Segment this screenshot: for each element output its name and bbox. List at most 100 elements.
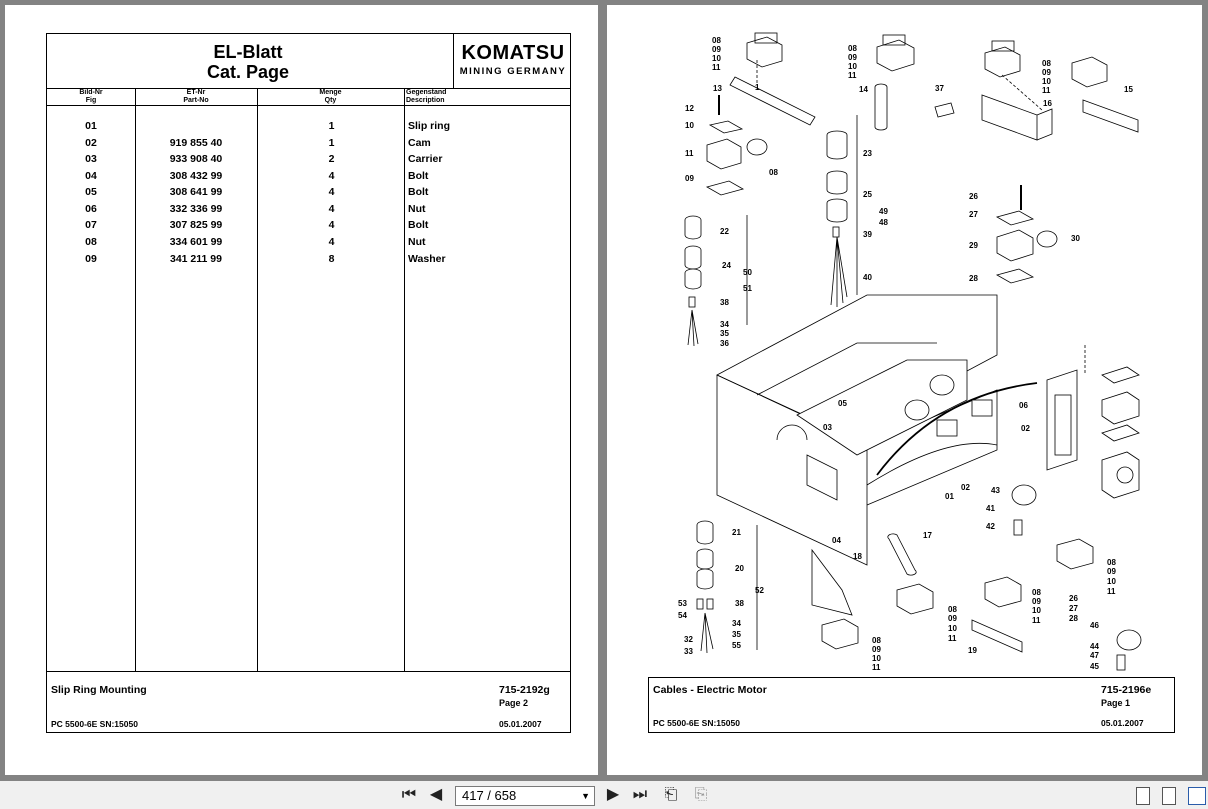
- svg-text:03: 03: [823, 423, 832, 432]
- svg-text:10: 10: [948, 624, 957, 633]
- previous-page-icon: ◀: [429, 786, 443, 803]
- next-page-icon: ▶: [606, 786, 620, 803]
- first-page-button[interactable]: ⏮: [398, 785, 420, 805]
- svg-text:45: 45: [1090, 662, 1099, 671]
- document-code: 715-2196e: [1101, 684, 1152, 696]
- svg-text:51: 51: [743, 284, 752, 293]
- next-page-button[interactable]: ▶: [603, 785, 623, 805]
- svg-text:11: 11: [685, 149, 694, 158]
- svg-text:41: 41: [986, 504, 995, 513]
- title-english: Cat. Page: [206, 62, 290, 82]
- svg-text:26: 26: [969, 192, 978, 201]
- svg-text:10: 10: [872, 654, 881, 663]
- title-german: EL-Blatt: [213, 42, 283, 62]
- document-date: 05.01.2007: [499, 719, 542, 729]
- svg-text:02: 02: [1021, 424, 1030, 433]
- document-code: 715-2192g: [499, 684, 550, 696]
- svg-text:49: 49: [879, 207, 888, 216]
- svg-text:19: 19: [968, 646, 977, 655]
- last-page-icon: ⏭: [632, 786, 648, 803]
- svg-text:42: 42: [986, 522, 995, 531]
- svg-text:08: 08: [848, 44, 857, 53]
- go-forward-view-icon: ⎘: [694, 786, 708, 803]
- svg-text:09: 09: [712, 45, 721, 54]
- svg-text:54: 54: [678, 611, 687, 620]
- svg-text:52: 52: [755, 586, 764, 595]
- svg-text:37: 37: [935, 84, 944, 93]
- svg-text:28: 28: [1069, 614, 1078, 623]
- svg-text:13: 13: [713, 84, 722, 93]
- svg-text:09: 09: [1107, 567, 1116, 576]
- svg-text:10: 10: [685, 121, 694, 130]
- svg-text:44: 44: [1090, 642, 1099, 651]
- svg-text:08: 08: [948, 605, 957, 614]
- logo-subtitle: MINING GERMANY: [459, 66, 567, 77]
- svg-text:05: 05: [838, 399, 847, 408]
- svg-text:21: 21: [732, 528, 741, 537]
- facing-page-view-icon[interactable]: [1188, 787, 1206, 805]
- svg-text:27: 27: [969, 210, 978, 219]
- svg-text:29: 29: [969, 241, 978, 250]
- assembly-name: Slip Ring Mounting: [51, 684, 147, 696]
- svg-text:11: 11: [712, 63, 721, 72]
- machine-model: PC 5500-6E SN:15050: [51, 719, 138, 729]
- svg-text:09: 09: [872, 645, 881, 654]
- page-number-select[interactable]: 417 / 658 ▼: [455, 786, 595, 806]
- exploded-parts-diagram: 08 09 10 11 13 1 08 09 10 11 14 37 08 09…: [678, 32, 1142, 672]
- svg-text:28: 28: [969, 274, 978, 283]
- logo-name: KOMATSU: [461, 42, 565, 64]
- catalog-page-left: EL-Blatt Cat. Page KOMATSU MINING GERMAN…: [5, 5, 598, 775]
- last-page-button[interactable]: ⏭: [628, 785, 652, 805]
- svg-text:34: 34: [732, 619, 741, 628]
- svg-text:24: 24: [722, 261, 731, 270]
- svg-text:02: 02: [961, 483, 970, 492]
- svg-text:08: 08: [1042, 59, 1051, 68]
- svg-text:35: 35: [720, 329, 729, 338]
- svg-text:08: 08: [1032, 588, 1041, 597]
- svg-text:1: 1: [755, 83, 760, 92]
- single-page-view-icon[interactable]: [1136, 787, 1150, 805]
- svg-text:06: 06: [1019, 401, 1028, 410]
- svg-text:10: 10: [1107, 577, 1116, 586]
- column-divider: [257, 88, 258, 671]
- page-number: Page 2: [499, 698, 529, 708]
- svg-text:08: 08: [769, 168, 778, 177]
- svg-text:38: 38: [735, 599, 744, 608]
- svg-text:11: 11: [1032, 616, 1041, 625]
- svg-text:55: 55: [732, 641, 741, 650]
- go-back-view-icon: ⎗: [664, 786, 678, 803]
- view-forward-button[interactable]: ⎘: [690, 785, 712, 805]
- svg-text:09: 09: [948, 614, 957, 623]
- machine-model: PC 5500-6E SN:15050: [653, 718, 740, 728]
- svg-text:11: 11: [848, 71, 857, 80]
- svg-text:14: 14: [859, 85, 868, 94]
- svg-text:25: 25: [863, 190, 872, 199]
- svg-text:08: 08: [872, 636, 881, 645]
- page-indicator: 417 / 658: [462, 788, 517, 803]
- parts-table-frame: EL-Blatt Cat. Page KOMATSU MINING GERMAN…: [46, 33, 571, 733]
- continuous-page-view-icon[interactable]: [1162, 787, 1176, 805]
- svg-text:04: 04: [832, 536, 841, 545]
- svg-text:09: 09: [1042, 68, 1051, 77]
- svg-text:09: 09: [685, 174, 694, 183]
- svg-text:47: 47: [1090, 651, 1099, 660]
- svg-text:53: 53: [678, 599, 687, 608]
- svg-text:32: 32: [684, 635, 693, 644]
- svg-text:10: 10: [848, 62, 857, 71]
- svg-text:09: 09: [1032, 597, 1041, 606]
- svg-text:35: 35: [732, 630, 741, 639]
- view-back-button[interactable]: ⎗: [660, 785, 682, 805]
- previous-page-button[interactable]: ◀: [426, 785, 446, 805]
- svg-text:23: 23: [863, 149, 872, 158]
